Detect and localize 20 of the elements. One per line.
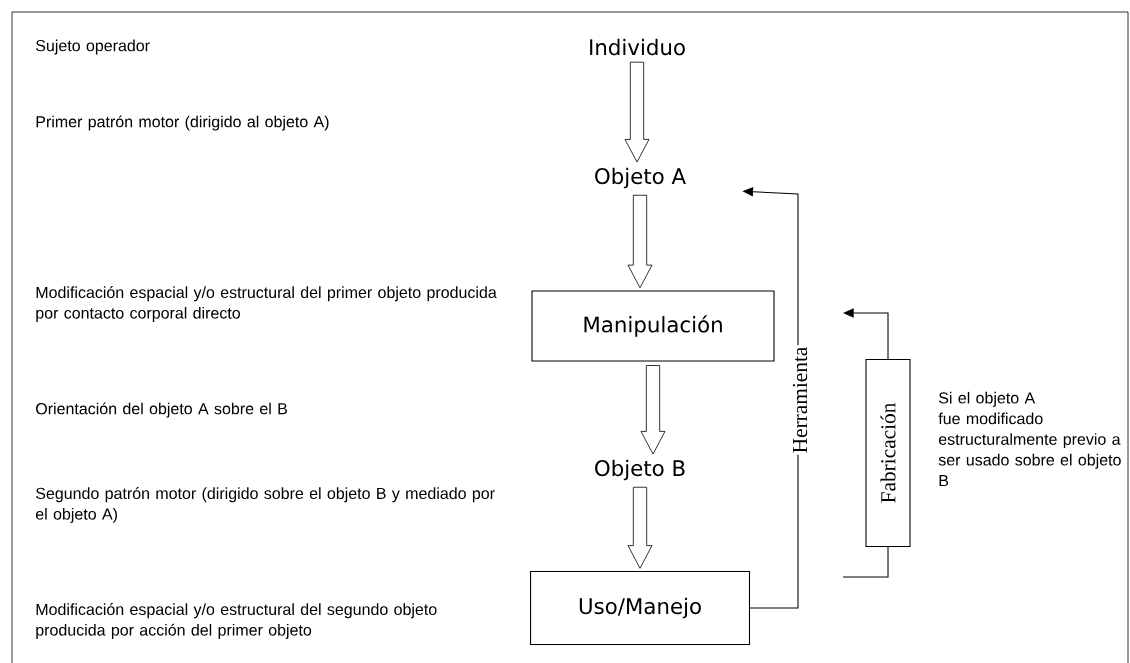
note-text: Si el objeto A fue modificado estructuralmente previo a ser usado sobre el objeto B bbox=[938, 391, 1121, 487]
block-arrow bbox=[627, 194, 653, 289]
process-box: Manipulación bbox=[531, 290, 775, 362]
block-arrow bbox=[640, 365, 666, 455]
process-box: Uso/Manejo bbox=[530, 570, 750, 646]
note-text: Modificación espacial y/o estructural del primer objeto producida por contacto corporal directo bbox=[36, 286, 497, 322]
node-label: Individuo bbox=[590, 38, 685, 56]
connector-line bbox=[842, 546, 889, 578]
block-arrow bbox=[627, 486, 653, 569]
note-text: Sujeto operador bbox=[36, 39, 150, 55]
note-text: Segundo patrón motor (dirigido sobre el objeto B y mediado por el objeto A) bbox=[35, 487, 495, 523]
arrow bbox=[843, 308, 889, 360]
note-text: Modificación espacial y/o estructural del segundo objeto producida por acción del primer objeto bbox=[36, 603, 437, 639]
node-label: Objeto B bbox=[595, 459, 685, 481]
note-text: Primer patrón motor (dirigido al objeto A) bbox=[36, 115, 329, 131]
node-label: Objeto A bbox=[595, 167, 686, 189]
note-text: Orientación del objeto A sobre el B bbox=[36, 402, 287, 418]
block-arrow bbox=[624, 61, 650, 163]
edge-label: Herramienta bbox=[791, 345, 809, 455]
process-box: Fabricación bbox=[865, 359, 911, 547]
